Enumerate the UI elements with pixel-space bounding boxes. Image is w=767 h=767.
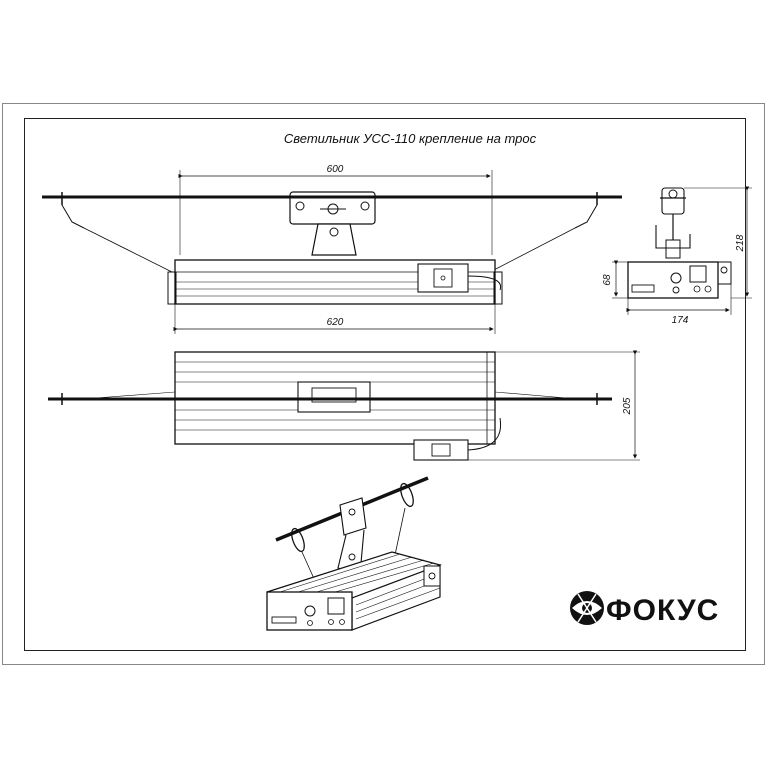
front-view — [42, 170, 622, 334]
dim-620-label: 620 — [327, 317, 344, 328]
dim-68-label: 68 — [602, 274, 613, 286]
top-view — [48, 350, 640, 461]
focus-eye-logo-icon — [570, 591, 604, 625]
drawing-title: Светильник УСС-110 крепление на трос — [284, 131, 537, 146]
side-view — [612, 186, 752, 315]
dim-218-label: 218 — [735, 234, 746, 252]
outer-frame — [2, 103, 765, 665]
isometric-view — [266, 476, 442, 631]
inner-frame — [24, 118, 746, 651]
dim-174-label: 174 — [672, 315, 689, 326]
dim-205-label: 205 — [622, 397, 633, 415]
dim-600-label: 600 — [327, 164, 344, 175]
brand-name: ФОКУС — [606, 594, 719, 627]
